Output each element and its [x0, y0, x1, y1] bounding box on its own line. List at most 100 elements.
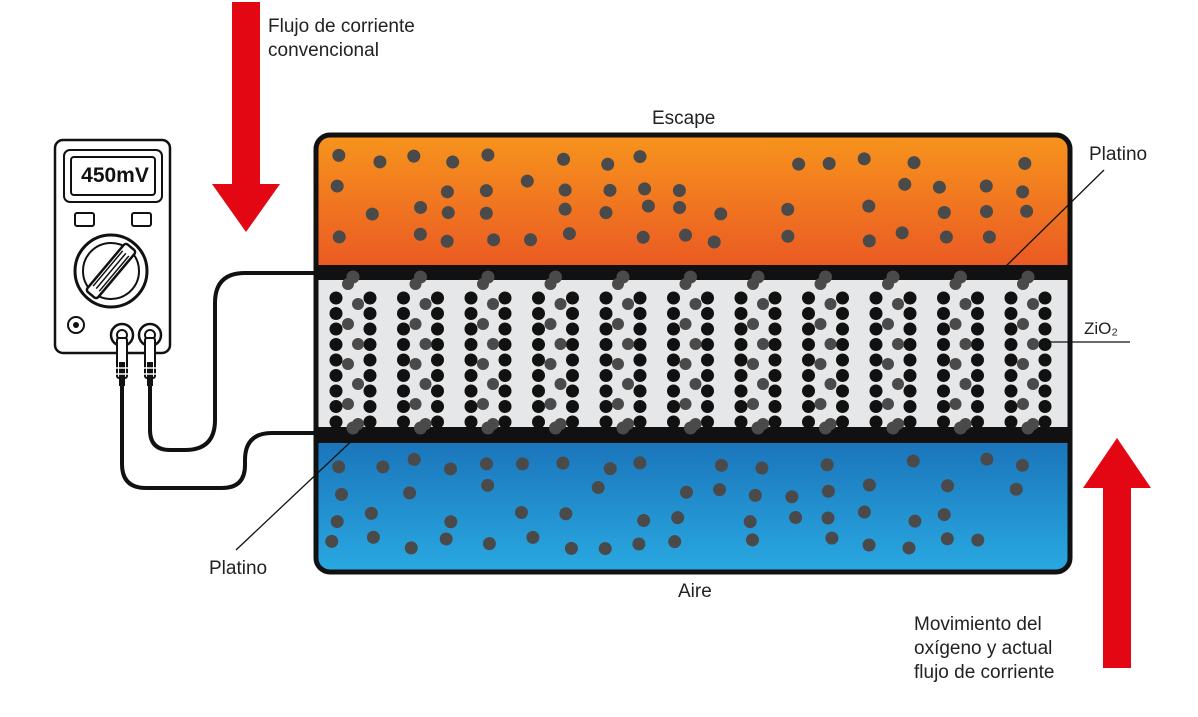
- zirconia-ion: [903, 307, 917, 320]
- air-molecule: [857, 505, 871, 519]
- zirconia-ion: [397, 353, 410, 367]
- zirconia-ion: [734, 400, 748, 413]
- oxygen-ion: [747, 318, 759, 330]
- zirconia-ion: [667, 415, 680, 429]
- zirconia-ion: [498, 353, 512, 367]
- zirconia-ion: [1004, 384, 1018, 398]
- air-molecule: [444, 515, 458, 529]
- zirconia-ion: [566, 369, 579, 382]
- zirconia-ion: [667, 307, 680, 320]
- oxygen-ion: [414, 270, 427, 284]
- zirconia-ion: [869, 369, 883, 382]
- exhaust-molecule: [601, 157, 615, 171]
- oxygen-ion: [882, 398, 894, 410]
- air-molecule: [633, 456, 647, 470]
- air-molecule: [743, 515, 757, 529]
- zirconia-ion: [701, 291, 714, 305]
- air-molecule: [941, 479, 955, 493]
- zirconia-ion: [1038, 415, 1052, 429]
- zirconia-ion: [397, 415, 410, 429]
- oxygen-ion: [419, 338, 432, 350]
- oxygen-ion: [689, 298, 702, 310]
- zirconia-ion: [903, 369, 917, 382]
- oxygen-ion: [409, 398, 422, 410]
- air-molecule: [325, 534, 339, 548]
- zirconia-ion: [431, 353, 444, 367]
- oxygen-ion: [554, 378, 567, 390]
- oxygen-ion: [882, 318, 894, 330]
- exhaust-molecule: [414, 200, 428, 214]
- zirconia-ion: [768, 291, 782, 305]
- zirconia-ion: [937, 322, 950, 336]
- exhaust-molecule: [557, 152, 571, 166]
- zirconia-ion: [1004, 400, 1018, 413]
- air-molecule: [789, 510, 803, 524]
- oxygen-ion: [679, 398, 692, 410]
- zirconia-ion: [532, 353, 545, 367]
- zirconia-ion: [599, 353, 613, 367]
- zirconia-ion: [633, 384, 647, 398]
- air-molecule: [668, 535, 682, 549]
- oxygen-ion: [747, 398, 759, 410]
- oxygen-ion: [824, 338, 837, 350]
- exhaust-molecule: [407, 149, 421, 163]
- zirconia-ion: [734, 291, 748, 305]
- zirconia-ion: [937, 400, 950, 413]
- zirconia-ion: [532, 400, 545, 413]
- oxygen-ion: [757, 298, 769, 310]
- exhaust-molecule: [524, 233, 538, 247]
- air-molecule: [559, 507, 573, 521]
- exhaust-molecule: [558, 183, 572, 197]
- exhaust-molecule: [562, 227, 576, 241]
- oxygen-ion: [949, 358, 962, 370]
- zirconia-ion: [431, 400, 444, 413]
- zirconia-ion: [633, 291, 647, 305]
- oxygen-movement-label: Movimiento del oxígeno y actual flujo de…: [914, 614, 1055, 683]
- exhaust-molecule: [633, 150, 647, 164]
- zirconia-ion: [397, 307, 410, 320]
- oxygen-ion: [814, 398, 827, 410]
- air-molecule: [564, 541, 578, 555]
- exhaust-molecule: [939, 230, 953, 244]
- zirconia-ion: [836, 353, 849, 367]
- zirconia-ion: [802, 353, 815, 367]
- zirconia-ion: [566, 307, 579, 320]
- zirconia-ion: [363, 338, 377, 351]
- zirconia-ion: [397, 338, 410, 351]
- zirconia-ion: [971, 291, 984, 305]
- zirconia-ion: [971, 338, 984, 351]
- air-molecule: [376, 460, 390, 474]
- multimeter-button-left: [74, 212, 95, 227]
- zirconia-ion: [329, 415, 343, 429]
- zirconia-ion: [397, 322, 410, 336]
- oxygen-ion: [684, 270, 697, 284]
- oxygen-ion: [544, 358, 557, 370]
- zirconia-ion: [971, 322, 984, 336]
- exhaust-molecule: [332, 230, 346, 244]
- exhaust-molecule: [365, 207, 379, 221]
- zirconia-ion: [566, 338, 579, 351]
- zirconia-ion: [1004, 291, 1018, 305]
- zirconia-ion: [1004, 353, 1018, 367]
- oxygen-ion: [1017, 318, 1029, 330]
- zirconia-ion: [532, 369, 545, 382]
- zirconia-ion: [667, 322, 680, 336]
- air-chamber: [316, 442, 1070, 572]
- oxygen-ion: [419, 378, 432, 390]
- zirconia-ion: [971, 384, 984, 398]
- multimeter-jack-com: [67, 316, 85, 334]
- zirconia-ion: [802, 322, 815, 336]
- zirconia-ion: [566, 400, 579, 413]
- air-molecule: [632, 537, 646, 551]
- zirconia-ion: [667, 369, 680, 382]
- oxygen-ion: [549, 421, 562, 435]
- exhaust-molecule: [330, 179, 344, 193]
- zirconia-ion: [802, 415, 815, 429]
- zirconia-ion: [633, 322, 647, 336]
- zirconia-ion: [498, 384, 512, 398]
- zirconia-ion: [633, 415, 647, 429]
- zirconia-ion: [464, 415, 478, 429]
- oxygen-ion: [882, 358, 894, 370]
- zirconia-ion: [903, 291, 917, 305]
- zirconia-ion: [464, 353, 478, 367]
